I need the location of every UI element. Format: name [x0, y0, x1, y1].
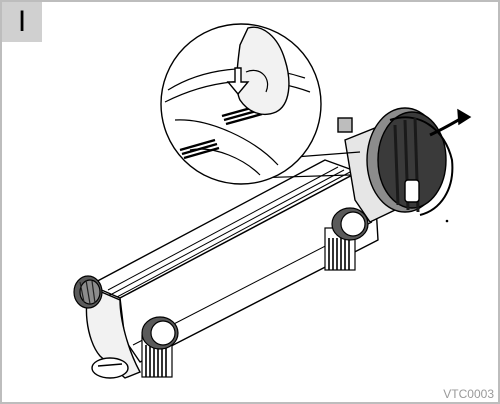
small-dot: [445, 219, 449, 223]
left-end-cap: [85, 287, 141, 379]
rotate-arrow-icon: [429, 108, 472, 137]
detail-callout: [160, 23, 361, 185]
reference-code: VTC0003: [443, 387, 494, 401]
left-knob-icon: [73, 275, 103, 309]
step-badge: I: [2, 2, 42, 42]
head-unit: [337, 107, 454, 223]
rear-clip: [324, 207, 369, 271]
front-clip: [141, 316, 179, 378]
